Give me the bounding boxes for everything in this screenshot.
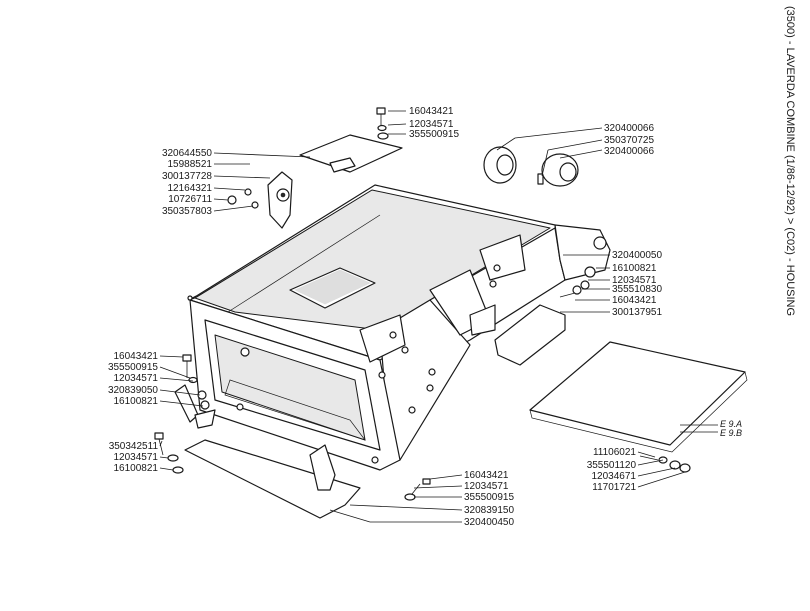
label-b-16043421: 16043421 bbox=[464, 470, 509, 481]
label-l-320839050: 320839050 bbox=[108, 385, 158, 396]
label-br-12034671: 12034671 bbox=[592, 471, 637, 482]
label-r-16043421: 16043421 bbox=[612, 295, 657, 306]
top-bolt-stack bbox=[376, 107, 389, 140]
label-tl-350357803: 350357803 bbox=[162, 206, 212, 217]
label-r-300137951: 300137951 bbox=[612, 307, 662, 318]
lower-left-bolts bbox=[154, 432, 184, 474]
label-r-355510830: 355510830 bbox=[612, 284, 662, 295]
label-l-12034571: 12034571 bbox=[114, 373, 159, 384]
label-ll-350342511: 350342511 bbox=[109, 441, 159, 452]
label-l-355500915: 355500915 bbox=[108, 362, 158, 373]
label-br-11701721: 11701721 bbox=[592, 482, 636, 493]
label-ll-12034571: 12034571 bbox=[114, 452, 159, 463]
part-labels: 16043421 12034571 355500915 320644550 15… bbox=[108, 106, 742, 528]
label-br-355501120: 355501120 bbox=[587, 460, 637, 471]
label-b-320839150: 320839150 bbox=[464, 505, 514, 516]
label-tl-10726711: 10726711 bbox=[168, 194, 212, 205]
label-tr-350370725: 350370725 bbox=[604, 135, 654, 146]
bearing-flanges bbox=[483, 146, 579, 187]
label-l-16100821: 16100821 bbox=[114, 396, 159, 407]
bottom-right-bolts bbox=[639, 455, 691, 473]
label-br-11106021: 11106021 bbox=[593, 447, 636, 458]
ref-e9a: E 9.A bbox=[720, 419, 742, 429]
label-tl-12164321: 12164321 bbox=[168, 183, 213, 194]
right-cover-plate bbox=[494, 266, 596, 366]
main-housing bbox=[187, 184, 611, 471]
label-tl-300137728: 300137728 bbox=[162, 171, 212, 182]
label-tl-15988521: 15988521 bbox=[168, 159, 213, 170]
label-top-355500915: 355500915 bbox=[409, 129, 459, 140]
label-b-320400450: 320400450 bbox=[464, 517, 514, 528]
bottom-bolt-stack bbox=[404, 478, 431, 501]
label-tl-320644550: 320644550 bbox=[162, 148, 212, 159]
left-bracket bbox=[174, 354, 216, 429]
label-r-320400050: 320400050 bbox=[612, 250, 662, 261]
label-top-16043421: 16043421 bbox=[409, 106, 454, 117]
skid-plate bbox=[184, 439, 361, 519]
label-ll-16100821: 16100821 bbox=[114, 463, 159, 474]
top-plate-bracket bbox=[227, 134, 403, 229]
label-b-355500915: 355500915 bbox=[464, 492, 514, 503]
label-b-12034571: 12034571 bbox=[464, 481, 509, 492]
diagram-title: (3500) - LAVERDA COMBINE (1/86-12/92) > … bbox=[784, 6, 796, 316]
label-r-16100821: 16100821 bbox=[612, 263, 657, 274]
label-top-12034571: 12034571 bbox=[409, 119, 454, 130]
leader-lines bbox=[159, 110, 718, 523]
label-tr-320400066-a: 320400066 bbox=[604, 123, 654, 134]
label-l-16043421: 16043421 bbox=[114, 351, 159, 362]
label-tr-320400066-b: 320400066 bbox=[604, 146, 654, 157]
floor-panel-e9 bbox=[529, 341, 748, 453]
label-r-12034571: 12034571 bbox=[612, 275, 657, 286]
ref-e9b: E 9.B bbox=[720, 428, 742, 438]
